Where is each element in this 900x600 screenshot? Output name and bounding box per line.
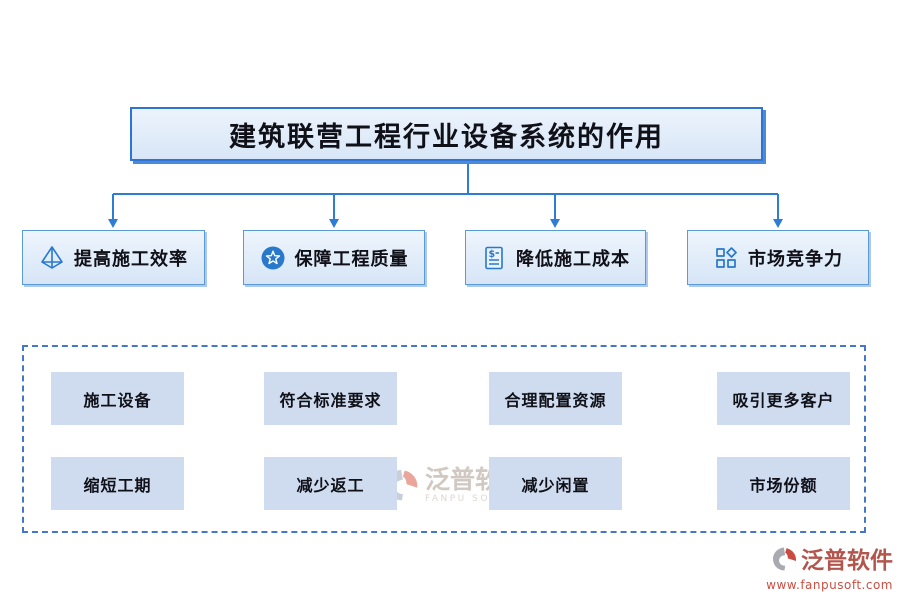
detail-cell: 符合标准要求 (264, 372, 397, 425)
branch-improve-efficiency: 提高施工效率 (22, 230, 205, 285)
svg-text:$: $ (489, 249, 496, 260)
detail-cell: 市场份额 (717, 457, 850, 510)
detail-cell: 吸引更多客户 (717, 372, 850, 425)
diagram-title-text: 建筑联营工程行业设备系统的作用 (229, 121, 664, 153)
branch-cost-reduction: $ 降低施工成本 (465, 230, 646, 285)
fanpu-logo-icon (771, 545, 798, 577)
quality-medal-icon (260, 245, 286, 271)
corner-watermark-brand: 泛普软件 (801, 547, 893, 574)
branch-label: 市场竞争力 (748, 248, 843, 270)
corner-watermark: 泛普软件 www.fanpusoft.com (766, 545, 893, 592)
detail-cell: 减少闲置 (489, 457, 622, 510)
detail-cell: 减少返工 (264, 457, 397, 510)
branch-quality-assurance: 保障工程质量 (243, 230, 425, 285)
branch-label: 提高施工效率 (74, 248, 188, 270)
branch-label: 降低施工成本 (516, 248, 630, 270)
branch-label: 保障工程质量 (294, 248, 409, 270)
center-watermark-subtitle: FANPU SOFTWARE (425, 493, 542, 504)
corner-watermark-url: www.fanpusoft.com (766, 578, 893, 592)
arrowhead-icons (108, 219, 783, 228)
pyramid-icon (39, 245, 65, 271)
benefits-container (22, 345, 866, 533)
detail-cell: 施工设备 (51, 372, 184, 425)
detail-cell: 缩短工期 (51, 457, 184, 510)
branch-market-competitiveness: 市场竞争力 (687, 230, 869, 285)
components-icon (713, 245, 739, 271)
diagram-title: 建筑联营工程行业设备系统的作用 (130, 107, 763, 161)
detail-cell: 合理配置资源 (489, 372, 622, 425)
cost-invoice-icon: $ (481, 245, 507, 271)
